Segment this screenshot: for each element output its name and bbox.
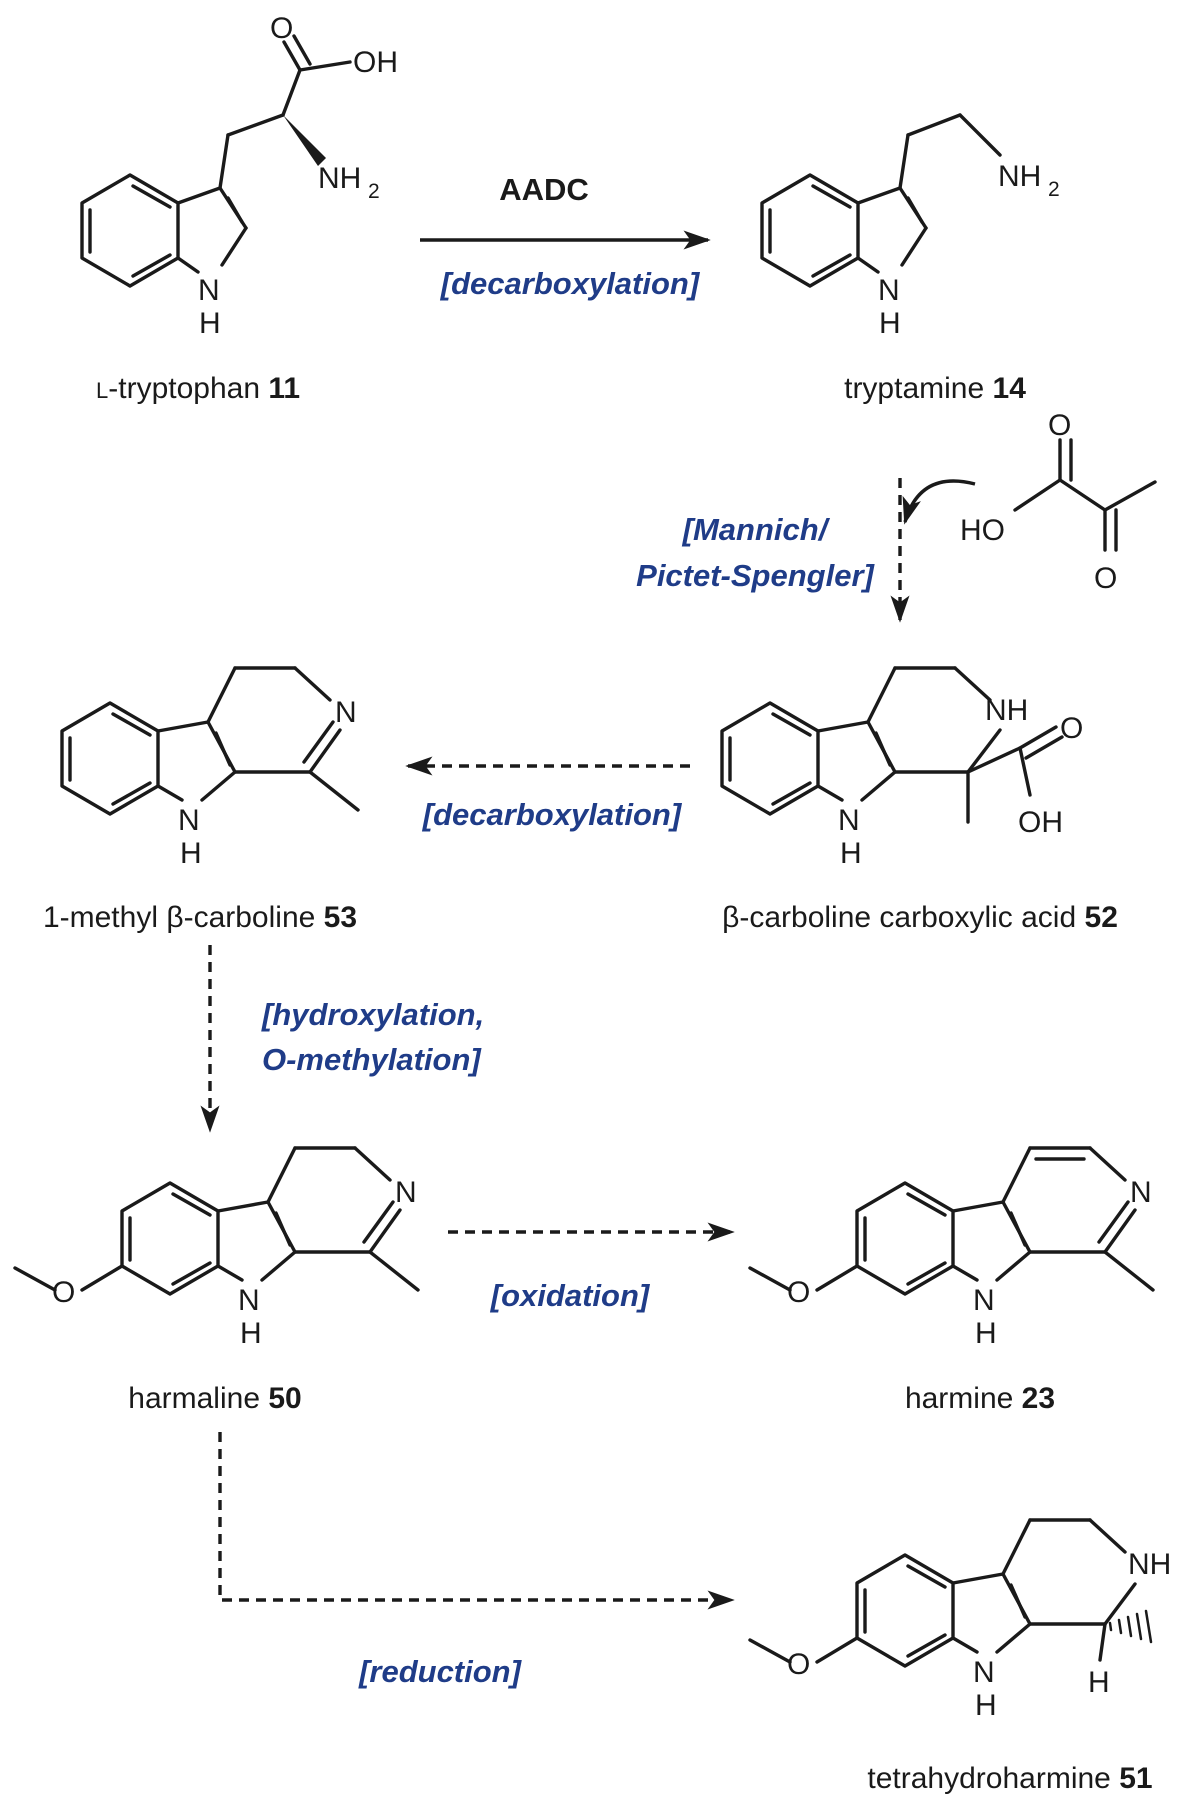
- atom-n: N: [395, 1176, 417, 1209]
- atom-o: O: [1060, 712, 1083, 745]
- wedge-bond: [283, 115, 326, 166]
- atom-h: H: [240, 1317, 262, 1350]
- atom-n: N: [198, 274, 220, 307]
- atom-h: H: [840, 837, 862, 870]
- reaction-label-mannich: [Mannich/: [682, 512, 831, 547]
- compound-label-1-methyl-beta-carboline: 1-methyl β-carboline 53: [43, 901, 357, 934]
- atom-n: N: [973, 1656, 995, 1689]
- atom-h: H: [199, 307, 221, 340]
- atom-o: O: [52, 1276, 75, 1309]
- atom-n: N: [178, 804, 200, 837]
- atom-h: H: [879, 307, 901, 340]
- structure-harmine: O N N H: [748, 1146, 1155, 1350]
- atom-n: N: [238, 1284, 260, 1317]
- atom-nh2: NH: [998, 160, 1041, 193]
- structure-1-methyl-beta-carboline: N N H: [60, 666, 360, 870]
- atom-nh: NH: [1128, 1548, 1171, 1581]
- arrow-pyruvate-addition: [902, 479, 976, 525]
- atom-nh2-subscript: 2: [368, 180, 380, 203]
- compound-label-harmine: harmine 23: [905, 1382, 1055, 1415]
- atom-n: N: [973, 1284, 995, 1317]
- atom-n: N: [335, 696, 357, 729]
- structure-pyruvic-acid: O HO O: [960, 409, 1157, 595]
- reaction-label-oxidation: [oxidation]: [490, 1278, 651, 1313]
- atom-n: N: [1130, 1176, 1152, 1209]
- atom-oh: OH: [353, 46, 398, 79]
- enzyme-label-aadc: AADC: [499, 172, 589, 207]
- reaction-label-decarboxylation-1: [decarboxylation]: [440, 266, 701, 301]
- hashed-bond: [1108, 1609, 1153, 1644]
- atom-h: H: [975, 1317, 997, 1350]
- atom-n: N: [838, 804, 860, 837]
- structure-l-tryptophan: O OH NH 2 N H: [80, 12, 398, 340]
- compound-label-harmaline: harmaline 50: [128, 1382, 301, 1415]
- atom-h: H: [975, 1689, 997, 1722]
- reaction-label-reduction: [reduction]: [358, 1654, 523, 1689]
- structure-harmaline: O N N H: [13, 1146, 420, 1350]
- compound-label-beta-carboline-carboxylic-acid: β-carboline carboxylic acid 52: [722, 901, 1118, 934]
- compound-label-tetrahydroharmine: tetrahydroharmine 51: [867, 1762, 1152, 1795]
- atom-ho: HO: [960, 514, 1005, 547]
- atom-o: O: [787, 1276, 810, 1309]
- atom-oh: OH: [1018, 806, 1063, 839]
- reaction-label-o-methylation: O-methylation]: [262, 1042, 482, 1077]
- compound-label-tryptophan: L-tryptophan 11: [96, 372, 300, 405]
- reaction-label-pictet-spengler: Pictet-Spengler]: [636, 558, 875, 593]
- structure-beta-carboline-carboxylic-acid: NH O OH N H: [720, 666, 1083, 870]
- atom-n: N: [878, 274, 900, 307]
- structure-tetrahydroharmine: O NH H N H: [748, 1518, 1171, 1722]
- atom-o: O: [1094, 562, 1117, 595]
- atom-nh2-subscript: 2: [1048, 178, 1060, 201]
- atom-h: H: [180, 837, 202, 870]
- atom-o: O: [270, 12, 293, 45]
- arrow-reduction: [218, 1432, 735, 1610]
- structure-tryptamine: NH 2 N H: [760, 113, 1060, 340]
- atom-h: H: [1088, 1666, 1110, 1699]
- atom-o: O: [1048, 409, 1071, 442]
- atom-nh2: NH: [318, 162, 361, 195]
- atom-o: O: [787, 1648, 810, 1681]
- reaction-label-decarboxylation-2: [decarboxylation]: [422, 797, 683, 832]
- reaction-label-hydroxylation: [hydroxylation,: [261, 997, 484, 1032]
- atom-nh: NH: [985, 694, 1028, 727]
- compound-label-tryptamine: tryptamine 14: [844, 372, 1026, 405]
